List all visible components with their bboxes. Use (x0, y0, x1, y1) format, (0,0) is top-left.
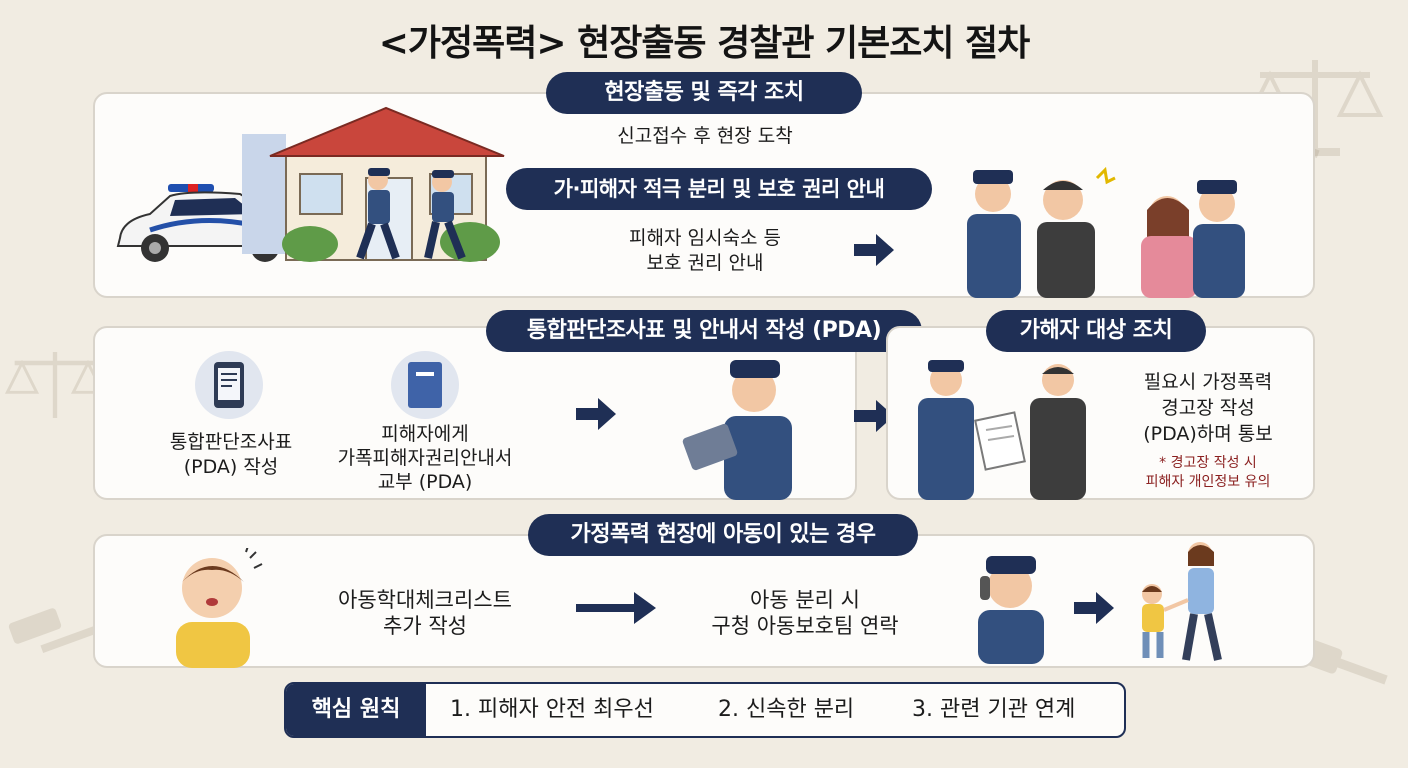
warning-text-line2: 경고장 작성 (1161, 397, 1255, 419)
child-icon (176, 548, 263, 668)
child-checklist-line1: 아동학대체크리스트 (338, 588, 512, 612)
tablet-icon (195, 351, 263, 419)
separation-heading: 가·피해자 적극 분리 및 보호 권리 안내 (506, 168, 932, 210)
child-separation-line1: 아동 분리 시 (750, 588, 860, 612)
principle-item: 2. 신속한 분리 (718, 697, 855, 722)
police-officer-tablet-icon (682, 360, 792, 500)
arrow-icon (576, 398, 616, 430)
privacy-note-line2: 피해자 개인정보 유의 (1145, 474, 1271, 490)
booklet-icon (391, 351, 459, 419)
principle-item: 1. 피해자 안전 최우선 (450, 697, 654, 722)
child-guardian-icon (1142, 542, 1222, 661)
warning-text-line1: 필요시 가정폭력 (1143, 371, 1273, 393)
pda-form-line2: (PDA) 작성 (183, 456, 279, 478)
pda-form-line1: 통합판단조사표 (169, 431, 293, 453)
rights-guide-line3: 교부 (PDA) (377, 471, 473, 493)
document-icon (918, 360, 1086, 500)
arrow-icon (854, 400, 894, 432)
section-dispatch-heading: 현장출동 및 즉각 조치 (546, 72, 862, 114)
section-child-heading: 가정폭력 현장에 아동이 있는 경우 (528, 514, 918, 556)
arrow-icon (576, 592, 656, 624)
page-title: <가정폭력> 현장출동 경찰관 기본조치 절차 (378, 23, 1031, 64)
child-separation-line2: 구청 아동보호팀 연락 (711, 614, 899, 638)
notice-line1: 피해자 임시숙소 등 (629, 227, 781, 249)
phone-icon (978, 556, 1044, 664)
principle-item: 3. 관련 기관 연계 (912, 697, 1076, 722)
section-offender-heading: 가해자 대상 조치 (986, 310, 1206, 352)
separation-scene-icon (967, 166, 1245, 298)
child-checklist-line2: 추가 작성 (383, 614, 467, 638)
principles-bar: 핵심 원칙 1. 피해자 안전 최우선 2. 신속한 분리 3. 관련 기관 연… (284, 682, 1126, 738)
principles-label: 핵심 원칙 (286, 684, 426, 736)
privacy-note-line1: * 경고장 작성 시 (1159, 455, 1257, 471)
arrow-icon (854, 234, 894, 266)
section-pda-heading: 통합판단조사표 및 안내서 작성 (PDA) (486, 310, 922, 352)
rights-guide-line1: 피해자에게 (381, 423, 469, 445)
notice-line2: 보호 권리 안내 (646, 252, 764, 274)
arrow-icon (1074, 592, 1114, 624)
gavel-icon (8, 608, 100, 654)
arrival-text: 신고접수 후 현장 도착 (617, 125, 793, 147)
rights-guide-line2: 가폭피해자권리안내서 (337, 447, 513, 469)
warning-text-line3: (PDA)하며 통보 (1143, 423, 1273, 445)
police-officer-icon (356, 168, 466, 260)
